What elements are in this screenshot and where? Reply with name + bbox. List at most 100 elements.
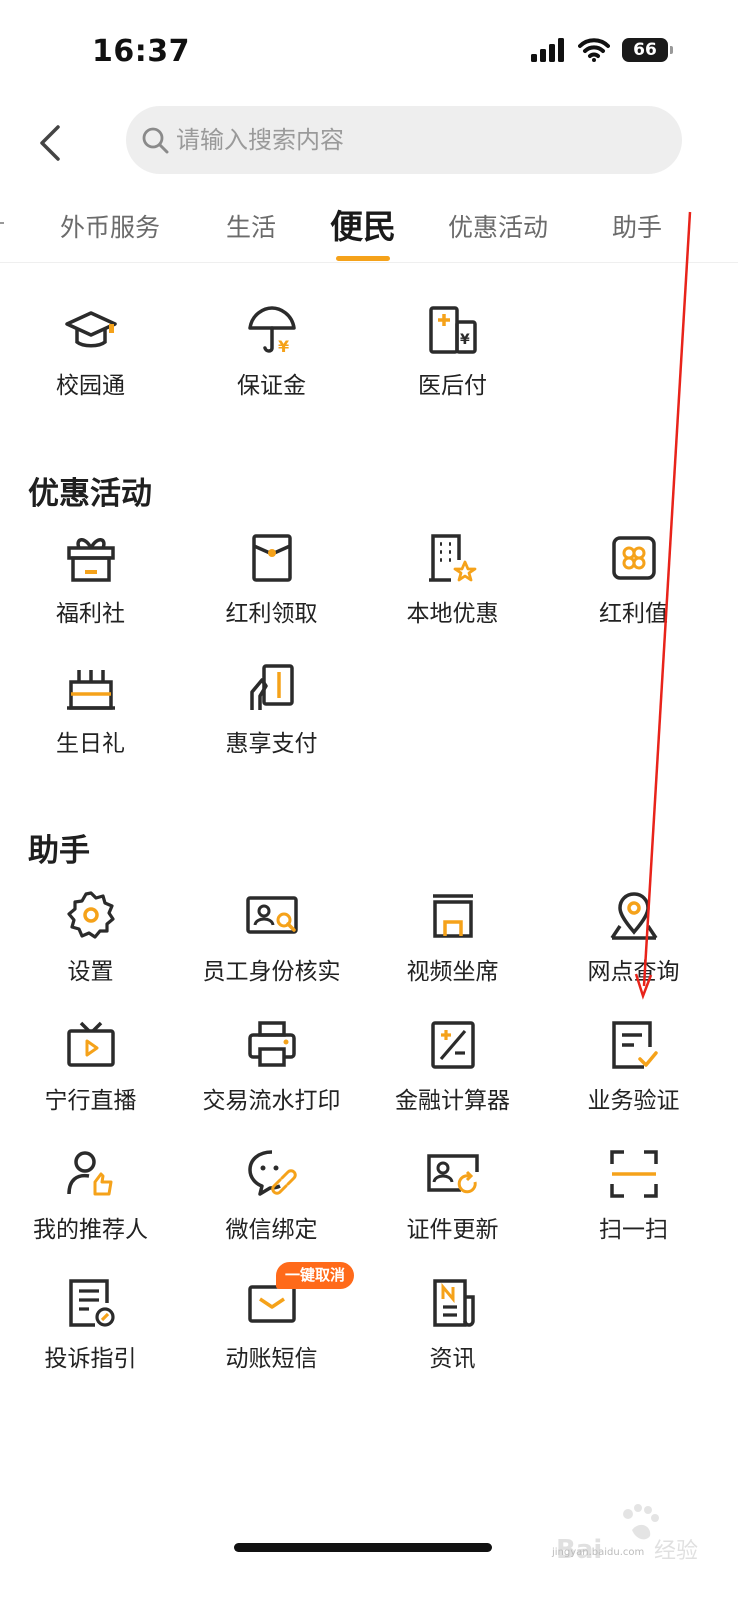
red-envelope-icon — [244, 530, 300, 586]
tile-bonus-claim[interactable]: 红利领取 — [181, 530, 362, 640]
calculator-icon — [425, 1017, 481, 1073]
id-card-refresh-icon — [425, 1146, 481, 1202]
tile-label: 网点查询 — [587, 959, 680, 985]
tile-label: 交易流水打印 — [202, 1088, 341, 1114]
cellular-signal-icon — [531, 38, 564, 62]
section-title-assistant: 助手 — [28, 833, 90, 869]
tab-life[interactable]: 生活 — [226, 213, 277, 242]
gear-icon — [63, 888, 119, 944]
status-icons: 66 — [530, 38, 673, 62]
tile-deposit[interactable]: ¥ 保证金 — [181, 302, 362, 412]
tile-account-sms[interactable]: 动账短信 — [181, 1275, 362, 1385]
svg-text:Bai: Bai — [556, 1535, 602, 1565]
news-icon — [425, 1275, 481, 1331]
tile-local-deals[interactable]: 本地优惠 — [362, 530, 543, 640]
tile-welfare[interactable]: 福利社 — [0, 530, 181, 640]
tabs-divider — [0, 262, 738, 263]
tile-birthday[interactable]: 生日礼 — [0, 660, 181, 770]
graduation-cap-icon — [63, 302, 119, 358]
tile-settings[interactable]: 设置 — [0, 888, 181, 998]
search-icon — [138, 123, 172, 157]
bonus-card-icon — [606, 530, 662, 586]
tab-foreign-currency[interactable]: 外币服务 — [60, 213, 161, 242]
battery-icon: 66 — [622, 38, 673, 62]
tile-calculator[interactable]: 金融计算器 — [362, 1017, 543, 1127]
tile-label: 动账短信 — [225, 1346, 318, 1372]
tile-label: 微信绑定 — [225, 1217, 318, 1243]
tile-label: 证件更新 — [406, 1217, 499, 1243]
printer-icon — [244, 1017, 300, 1073]
tile-statement-print[interactable]: 交易流水打印 — [181, 1017, 362, 1127]
category-tabs: 外币服务 生活 便民 优惠活动 助手 — [0, 190, 738, 261]
person-thumbs-up-icon — [63, 1146, 119, 1202]
tile-wechat-bind[interactable]: 微信绑定 — [181, 1146, 362, 1256]
birthday-cake-icon — [63, 660, 119, 716]
wifi-icon — [578, 38, 610, 62]
tab-convenience[interactable]: 便民 — [330, 207, 396, 246]
complaint-guide-icon — [63, 1275, 119, 1331]
tile-pay-after[interactable]: ¥ 医后付 — [362, 302, 543, 412]
battery-level: 66 — [633, 40, 657, 60]
status-time: 16:37 — [92, 34, 190, 69]
tile-label: 员工身份核实 — [202, 959, 341, 985]
sms-cancel-badge[interactable]: 一键取消 — [276, 1262, 355, 1289]
tile-live-stream[interactable]: 宁行直播 — [0, 1017, 181, 1127]
tile-label: 红利领取 — [225, 601, 318, 627]
active-tab-indicator — [336, 256, 390, 261]
tile-label: 校园通 — [56, 373, 125, 399]
svg-text:经验: 经验 — [654, 1539, 698, 1564]
tile-label: 医后付 — [418, 373, 487, 399]
tile-label: 福利社 — [56, 601, 125, 627]
tile-staff-verify[interactable]: 员工身份核实 — [181, 888, 362, 998]
document-check-icon — [606, 1017, 662, 1073]
id-card-search-icon — [244, 888, 300, 944]
tile-branch-query[interactable]: 网点查询 — [543, 888, 724, 998]
tile-campus[interactable]: 校园通 — [0, 302, 181, 412]
tile-label: 我的推荐人 — [33, 1217, 148, 1243]
tile-complaint-guide[interactable]: 投诉指引 — [0, 1275, 181, 1385]
tile-label: 红利值 — [599, 601, 668, 627]
location-pin-icon — [606, 888, 662, 944]
tile-label: 扫一扫 — [599, 1217, 668, 1243]
tile-label: 生日礼 — [56, 731, 125, 757]
tile-label: 惠享支付 — [225, 731, 318, 757]
video-seat-icon — [425, 888, 481, 944]
wechat-link-icon — [244, 1146, 300, 1202]
tile-news[interactable]: 资讯 — [362, 1275, 543, 1385]
tile-label: 金融计算器 — [395, 1088, 510, 1114]
tile-label: 业务验证 — [587, 1088, 680, 1114]
tile-label: 保证金 — [237, 373, 306, 399]
search-bar[interactable] — [126, 106, 682, 174]
search-input[interactable] — [176, 126, 656, 154]
building-star-icon — [425, 530, 481, 586]
tile-label: 本地优惠 — [406, 601, 499, 627]
tile-id-update[interactable]: 证件更新 — [362, 1146, 543, 1256]
tile-label: 投诉指引 — [44, 1346, 137, 1372]
home-indicator[interactable] — [234, 1543, 492, 1552]
watermark-url: jingyan.baidu.com — [552, 1547, 645, 1558]
tile-my-referrer[interactable]: 我的推荐人 — [0, 1146, 181, 1256]
status-bar: 16:37 66 — [0, 0, 738, 100]
svg-text:¥: ¥ — [460, 332, 470, 348]
sms-envelope-icon — [244, 1275, 300, 1331]
tile-bonus-value[interactable]: 红利值 — [543, 530, 724, 640]
tab-assistant[interactable]: 助手 — [612, 213, 663, 242]
hospital-yen-icon: ¥ — [425, 302, 481, 358]
umbrella-yen-icon: ¥ — [244, 302, 300, 358]
scan-icon — [606, 1146, 662, 1202]
hand-pay-icon — [244, 660, 300, 716]
gift-icon — [63, 530, 119, 586]
back-button[interactable] — [30, 118, 70, 168]
tab-overflow-edge — [0, 222, 4, 224]
tab-promotions[interactable]: 优惠活动 — [448, 213, 549, 242]
tile-label: 宁行直播 — [44, 1088, 137, 1114]
tile-business-verify[interactable]: 业务验证 — [543, 1017, 724, 1127]
section-title-promotions: 优惠活动 — [28, 476, 152, 512]
tile-label: 视频坐席 — [406, 959, 499, 985]
tile-video-seat[interactable]: 视频坐席 — [362, 888, 543, 998]
tile-hui-pay[interactable]: 惠享支付 — [181, 660, 362, 770]
tile-label: 设置 — [67, 959, 114, 985]
chevron-left-icon — [40, 125, 60, 161]
tv-play-icon — [63, 1017, 119, 1073]
tile-scan[interactable]: 扫一扫 — [543, 1146, 724, 1256]
